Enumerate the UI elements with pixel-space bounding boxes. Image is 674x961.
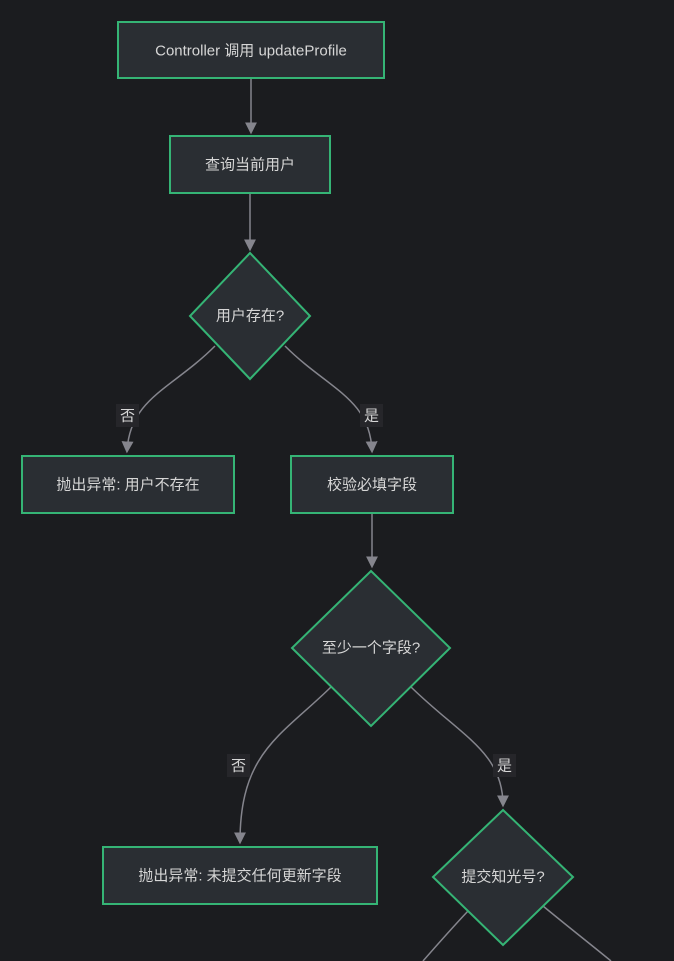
decision-submit-zhiguang-label: 提交知光号? (461, 868, 544, 886)
edge-submit-zhiguang-offscreen-left (422, 910, 469, 961)
node-validate-required-fields-label: 校验必填字段 (327, 477, 417, 494)
edge-label-at-least-one-yes: 是 (493, 754, 516, 777)
edge-label-layer: 否 是 否 是 (116, 404, 516, 777)
edge-label-at-least-one-yes-text: 是 (497, 758, 512, 775)
edge-user-exists-no (121, 345, 216, 454)
edge-label-at-least-one-no-text: 否 (231, 758, 246, 775)
node-throw-no-update-fields: 抛出异常: 未提交任何更新字段 (102, 846, 378, 905)
node-layer: Controller 调用 updateProfile 查询当前用户 用户存在?… (21, 21, 575, 947)
node-throw-user-not-exist: 抛出异常: 用户不存在 (21, 455, 235, 514)
edge-at-least-one-yes (410, 686, 509, 808)
decision-at-least-one-field-label: 至少一个字段? (322, 640, 420, 657)
edge-label-user-exists-yes-text: 是 (364, 408, 379, 425)
edge-label-user-exists-yes: 是 (360, 404, 383, 427)
edge-label-user-exists-no-text: 否 (120, 408, 135, 425)
node-throw-no-update-fields-label: 抛出异常: 未提交任何更新字段 (138, 867, 341, 885)
edge-layer (121, 78, 612, 961)
node-validate-required-fields: 校验必填字段 (290, 455, 454, 514)
edge-user-exists-yes (284, 345, 378, 454)
edge-at-least-one-no (234, 686, 332, 845)
decision-at-least-one-field: 至少一个字段? (290, 569, 452, 728)
decision-user-exists-label: 用户存在? (216, 308, 284, 325)
edge-label-at-least-one-no: 否 (227, 754, 250, 777)
edge-submit-zhiguang-offscreen-right (542, 905, 612, 961)
decision-submit-zhiguang: 提交知光号? (431, 808, 575, 947)
node-query-current-user: 查询当前用户 (169, 135, 331, 194)
node-throw-user-not-exist-label: 抛出异常: 用户不存在 (56, 477, 199, 494)
decision-user-exists: 用户存在? (188, 251, 312, 381)
node-query-current-user-label: 查询当前用户 (205, 157, 295, 174)
node-controller-call: Controller 调用 updateProfile (117, 21, 385, 79)
edge-label-user-exists-no: 否 (116, 404, 139, 427)
node-controller-call-label: Controller 调用 updateProfile (155, 43, 347, 60)
